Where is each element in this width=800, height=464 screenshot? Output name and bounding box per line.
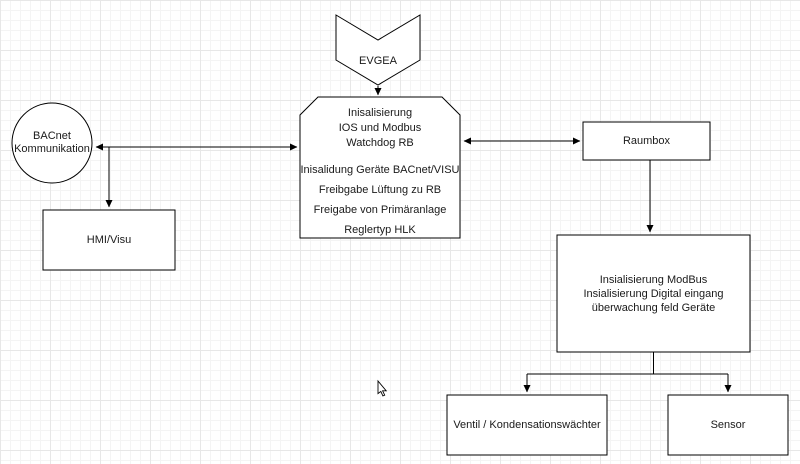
raumbox-rect-shape[interactable]	[582, 121, 711, 161]
main-process-shape[interactable]	[299, 96, 461, 239]
hmi-rect-shape[interactable]	[42, 209, 176, 271]
sensor-rect-shape[interactable]	[667, 394, 789, 456]
evgea-banner-shape[interactable]	[335, 14, 421, 86]
modbus-rect-shape[interactable]	[556, 234, 751, 353]
bacnet-circle-shape[interactable]	[11, 102, 93, 184]
conn-modbus-split-trunk[interactable]	[527, 352, 728, 375]
ventil-rect-shape[interactable]	[446, 394, 608, 456]
mouse-cursor-icon	[377, 379, 388, 397]
